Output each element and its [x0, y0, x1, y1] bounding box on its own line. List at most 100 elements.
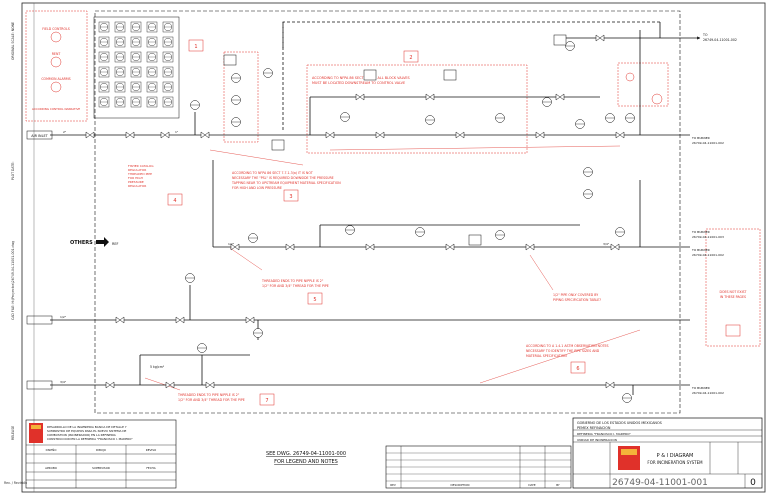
note-fisher-b: REGULATOR [128, 168, 146, 172]
instrument-bubble [248, 233, 258, 243]
tb-left-line4: CONSTRUCCION EN LA REFINERIA "FRANCISCO … [47, 437, 133, 441]
company-logo-left [29, 423, 43, 443]
valve-symbol [555, 93, 565, 101]
company-logo-right [618, 446, 640, 470]
margin-note-release: RELEASE [11, 426, 15, 440]
seg-label-f: 1/2" [60, 315, 67, 319]
valve-symbol [375, 131, 385, 139]
panel-instrument [114, 96, 126, 108]
legend-label-rent: RENT [52, 52, 61, 56]
note-astm-c: MATERIAL SPECIFICATION [526, 354, 567, 358]
note-fisher: FISHER CATALOG [128, 164, 154, 168]
tb-cell-checked: REVISO [146, 448, 157, 452]
panel-instrument [146, 51, 158, 63]
center-reference: SEE DWG. 26749-04-11001-000 FOR LEGEND A… [266, 451, 346, 465]
panel-instrument [98, 81, 110, 93]
panel-instrument [162, 66, 174, 78]
valve-symbol [605, 381, 615, 389]
title-block-right: GOBIERNO DE LOS ESTADOS UNIDOS MEXICANOS… [572, 417, 763, 489]
valve-symbol [425, 93, 435, 101]
valve-symbol [245, 316, 255, 324]
valve-symbol [595, 34, 605, 42]
control-panel-grid [93, 16, 180, 119]
legend-notes-line: FOR LEGEND AND NOTES [274, 459, 338, 465]
valve-symbol [85, 131, 95, 139]
instrument-bubble [185, 273, 195, 283]
instrument-bubble [231, 73, 241, 83]
valve-symbol [615, 131, 625, 139]
instrument-bubble [622, 393, 632, 403]
valve-symbol [115, 316, 125, 324]
legend-label-alarms: COMMON ALARMS [41, 77, 70, 81]
valve-symbol [175, 316, 185, 324]
instrument-bubble [583, 167, 593, 177]
note-psl-b: NECESSARY THE "PSL" IS REQUIRED DOWNSIDE… [232, 176, 334, 180]
valve-symbol [535, 131, 545, 139]
note-threaded-1b: 1/2" FOR AND 3/4" THREAD FOR THE PIPE [262, 284, 329, 288]
note-astm-b: NECESSARY TO IDENTIFY THE PIPE SIZES AND [526, 349, 600, 353]
note-psl: ACCORDING TO NFPA 86 SECT 7.7.1.3(a) IT … [232, 171, 313, 175]
equipment-box [363, 69, 377, 81]
tb-right-line4: UNIDAD DE INCINERACION [577, 438, 617, 442]
margin-note-file: CAD FILE: H:\Proyectos\26749-04-11001-00… [11, 241, 15, 320]
equipment-box [553, 34, 567, 46]
rev-header-desc: DESCRIPTION [451, 483, 470, 487]
margin-note-plot-date: PLOT DATE: [11, 162, 15, 180]
others-label: OTHERS [70, 240, 93, 246]
note-psl-d: FOR HIGH AND LOW PRESSURE [232, 186, 282, 190]
title-block-left: DESARROLLO DE LA INGENIERIA BASICA DE DE… [25, 419, 177, 489]
instrument-bubble [542, 97, 552, 107]
valve-symbol [200, 131, 210, 139]
row1-ref: 26749-04-11001-002 [692, 141, 724, 145]
note-fisher-d: FOR HIGH [128, 176, 143, 180]
tb-cell-date: FECHA [146, 466, 155, 470]
panel-instrument [98, 36, 110, 48]
tag-6: 6 [576, 366, 579, 372]
others-ref: REF [112, 242, 118, 246]
panel-instrument [162, 96, 174, 108]
tag-5: 5 [313, 297, 316, 303]
instrument-bubble [340, 112, 350, 122]
valve-symbol [205, 381, 215, 389]
panel-instrument [98, 96, 110, 108]
legend-label-field: FIELD CONTROLS [42, 27, 70, 31]
equipment-box [271, 139, 285, 151]
note-nfpa-block-valves-2: MUST BE LOCATED DOWNSTREAM TO CONTROL VA… [312, 81, 405, 85]
instrument-bubble [197, 343, 207, 353]
tb-cell-approved: APROBO [45, 466, 58, 470]
valve-symbol [325, 131, 335, 139]
instrument-bubble [231, 95, 241, 105]
panel-instrument [130, 21, 142, 33]
note-tags: 1 2 3 4 5 6 7 [167, 39, 586, 406]
valve-symbol [445, 243, 455, 251]
tb-left-line2: SUMINISTRO DE EQUIPOS PARA EL NUEVO SIST… [47, 429, 127, 433]
instrument-bubble [415, 227, 425, 237]
top-right-ref: 26749-04-11001-002 [703, 38, 737, 42]
panel-instrument [146, 96, 158, 108]
row4-ref: 26749-04-11001-002 [692, 391, 724, 395]
note-fisher-c: THREADED PIPE [127, 172, 152, 176]
note-fisher-f: REGULATOR [128, 184, 146, 188]
panel-instrument [98, 66, 110, 78]
panel-instrument [146, 21, 158, 33]
tb-cell-drawn: DIBUJO [96, 448, 107, 452]
rev-header-date: DATE [528, 483, 536, 487]
note-pipe-spec: 1/2" PIPE ONLY COVERED BY [553, 293, 598, 297]
tag-2: 2 [409, 55, 412, 61]
top-right-to: TO [702, 33, 708, 37]
ubu-ref: 26749-04-11001-003 [692, 235, 724, 239]
note-threaded-1: THREADED ENDS TO PIPE NIPPLE IS 2" [261, 279, 324, 283]
panel-instrument [162, 51, 174, 63]
note-astm: ACCORDING TO A 1.4.1 ASTM OBSERVATION NO… [526, 344, 609, 348]
panel-instrument [130, 51, 142, 63]
legend-label-narrative: ACCORDING CONTROL NARRATIVE [32, 107, 81, 111]
panel-instrument [98, 21, 110, 33]
package-boundary [94, 10, 681, 414]
row2-to: TO BURNER [691, 248, 710, 252]
valve-symbol [355, 93, 365, 101]
see-dwg-line: SEE DWG. 26749-04-11001-000 [266, 451, 346, 457]
process-lines [50, 21, 701, 395]
instrument-bubble [625, 113, 635, 123]
valve-symbol [610, 243, 620, 251]
